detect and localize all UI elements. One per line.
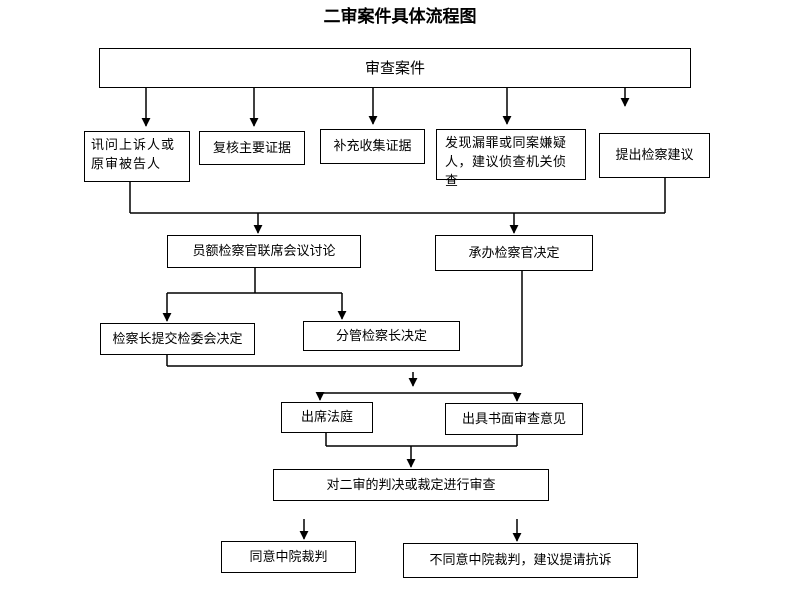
node-review: 审查案件 (99, 48, 691, 88)
node-opinion: 出具书面审查意见 (445, 403, 583, 435)
node-agree: 同意中院裁判 (221, 541, 356, 573)
node-committee: 检察长提交检委会决定 (100, 323, 255, 355)
node-disagree: 不同意中院裁判，建议提请抗诉 (403, 543, 638, 578)
node-recheck: 复核主要证据 (199, 131, 305, 165)
node-deputy: 分管检察长决定 (303, 321, 460, 351)
node-examine: 对二审的判决或裁定进行审查 (273, 469, 549, 501)
page-title: 二审案件具体流程图 (323, 7, 477, 27)
node-meeting: 员额检察官联席会议讨论 (167, 235, 361, 268)
node-ask: 讯问上诉人或原审被告人 (84, 131, 190, 182)
node-handling: 承办检察官决定 (435, 235, 593, 271)
node-discover: 发现漏罪或同案嫌疑人，建议侦查机关侦查 (436, 129, 586, 189)
node-court: 出席法庭 (281, 402, 373, 433)
node-suggest: 提出检察建议 (599, 133, 710, 178)
node-collect: 补充收集证据 (320, 129, 425, 164)
